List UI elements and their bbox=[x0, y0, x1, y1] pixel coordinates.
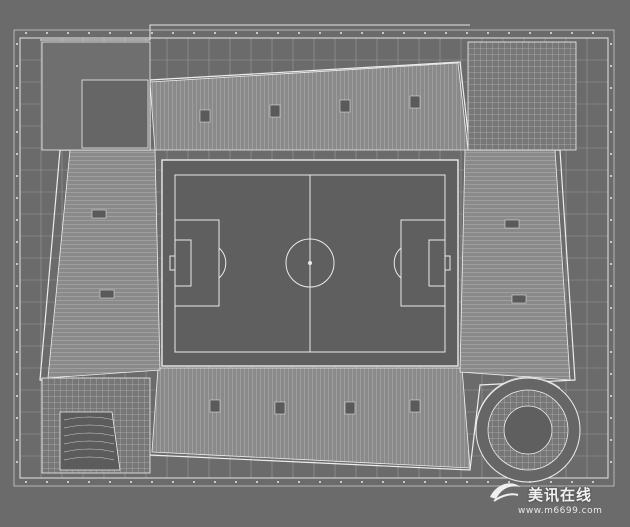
site-boundary bbox=[13, 24, 615, 487]
north-west-room bbox=[81, 79, 149, 149]
stand-aisles bbox=[91, 95, 527, 415]
north-east-block bbox=[467, 41, 577, 151]
watermark-brand: 美讯在线 bbox=[528, 486, 593, 504]
east-stand bbox=[459, 149, 571, 381]
north-stand bbox=[149, 62, 469, 151]
south-east-rotunda bbox=[475, 376, 581, 483]
auditorium-rows bbox=[63, 416, 115, 461]
swoosh-logo-icon bbox=[490, 483, 520, 502]
perimeter-markers bbox=[16, 32, 612, 483]
west-stand bbox=[47, 149, 161, 379]
watermark-url: www.m6699.com bbox=[518, 506, 603, 516]
south-stand bbox=[151, 367, 471, 469]
football-pitch bbox=[161, 159, 459, 367]
